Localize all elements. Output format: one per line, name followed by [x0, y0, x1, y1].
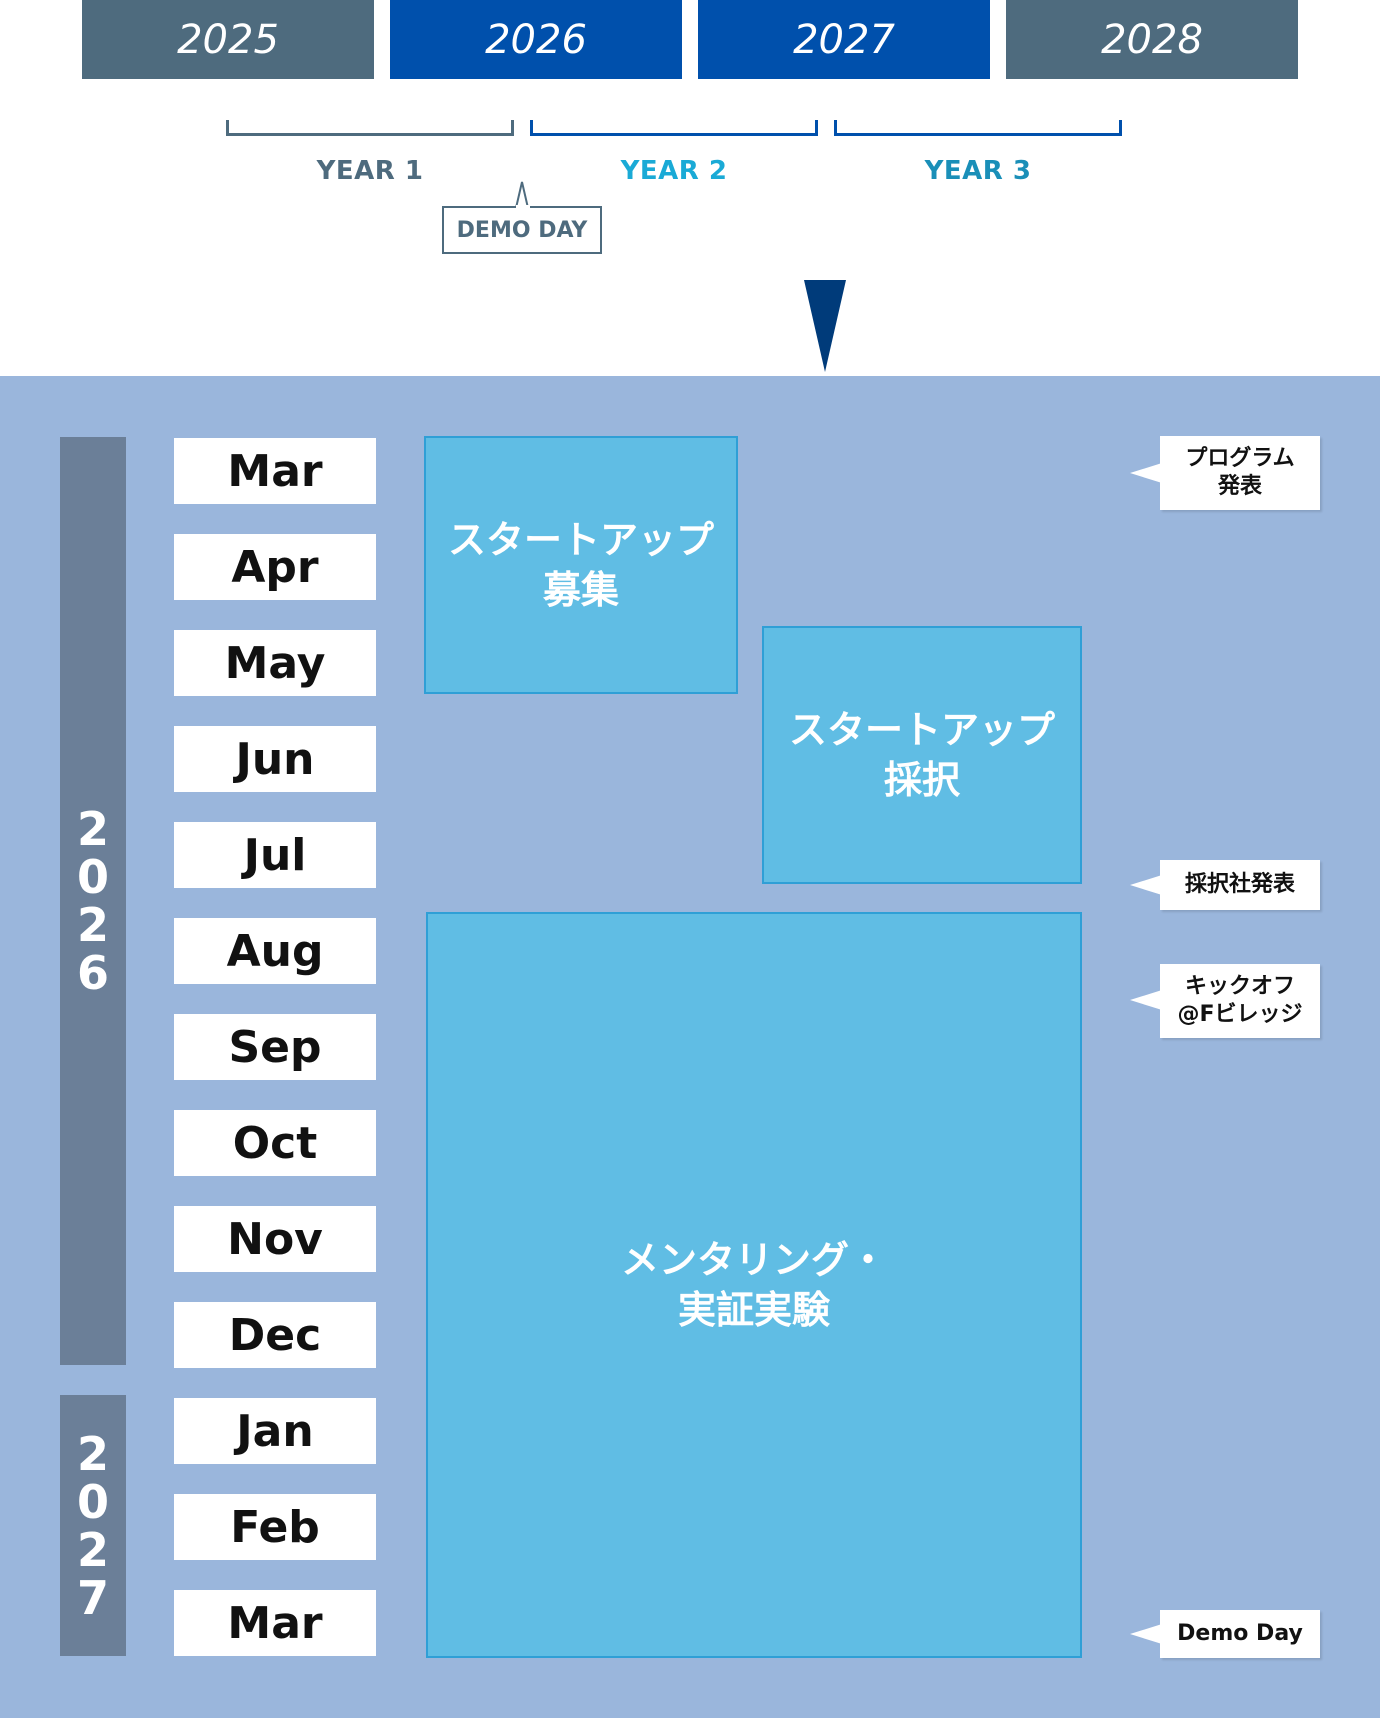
month-feb: Feb — [174, 1494, 376, 1560]
month-nov: Nov — [174, 1206, 376, 1272]
year-tab-2027: 2027 — [698, 0, 990, 79]
year2-label: YEAR 2 — [620, 156, 728, 186]
month-apr: Apr — [174, 534, 376, 600]
month-mar-2026: Mar — [174, 438, 376, 504]
callout-tail — [1130, 463, 1162, 483]
callout-line: @Fビレッジ — [1177, 1002, 1303, 1027]
callout-tail — [1130, 875, 1162, 895]
year-tab-2028: 2028 — [1006, 0, 1298, 79]
callout-line: 発表 — [1217, 474, 1262, 499]
year1-bracket — [226, 120, 514, 136]
month-jul: Jul — [174, 822, 376, 888]
year-tab-2025: 2025 — [82, 0, 374, 79]
demo-day-pointer-cover — [516, 205, 530, 209]
callout-line: Demo Day — [1177, 1621, 1303, 1646]
month-jun: Jun — [174, 726, 376, 792]
phase-mentoring-line2: 実証実験 — [677, 1288, 830, 1332]
year-digit: 2 — [76, 898, 109, 952]
phase-mentoring-line1: メンタリング・ — [620, 1238, 887, 1282]
callout-tail — [1130, 990, 1162, 1010]
year-digit: 2 — [76, 802, 109, 856]
year3-label: YEAR 3 — [924, 156, 1032, 186]
month-sep: Sep — [174, 1014, 376, 1080]
year-digit: 6 — [76, 946, 109, 1000]
phase-selection-line1: スタートアップ — [788, 708, 1055, 752]
year-digit: 7 — [76, 1570, 109, 1625]
year3-bracket — [834, 120, 1122, 136]
callout-tail — [1130, 1624, 1162, 1644]
phase-selection-line2: 採択 — [883, 758, 960, 802]
month-mar-2027: Mar — [174, 1590, 376, 1656]
callout-line: 採択社発表 — [1184, 872, 1295, 897]
phase-mentoring: メンタリング・ 実証実験 — [426, 912, 1082, 1658]
year-digit: 2 — [76, 1426, 109, 1481]
phase-selection: スタートアップ 採択 — [762, 626, 1082, 884]
phase-recruitment-line1: スタートアップ — [447, 518, 714, 562]
year1-label: YEAR 1 — [316, 156, 424, 186]
month-dec: Dec — [174, 1302, 376, 1368]
year-digit: 0 — [76, 850, 109, 904]
callout-kickoff: キックオフ @Fビレッジ — [1160, 964, 1320, 1038]
month-oct: Oct — [174, 1110, 376, 1176]
year-tab-2026: 2026 — [390, 0, 682, 79]
month-jan: Jan — [174, 1398, 376, 1464]
callout-program-announcement: プログラム 発表 — [1160, 436, 1320, 510]
demo-day-pointer — [514, 181, 530, 208]
year-bar-2027: 2 0 2 7 — [60, 1395, 126, 1656]
year-bar-2026: 2 0 2 6 — [60, 437, 126, 1365]
down-arrow-icon — [804, 280, 846, 372]
callout-demo-day: Demo Day — [1160, 1610, 1320, 1658]
callout-line: キックオフ — [1184, 974, 1295, 999]
callout-line: プログラム — [1185, 446, 1295, 471]
demo-day-badge: DEMO DAY — [442, 206, 602, 254]
phase-recruitment-line2: 募集 — [542, 568, 619, 612]
month-aug: Aug — [174, 918, 376, 984]
callout-selected-announcement: 採択社発表 — [1160, 860, 1320, 910]
year-digit: 0 — [76, 1474, 109, 1529]
month-may: May — [174, 630, 376, 696]
year2-bracket — [530, 120, 818, 136]
phase-recruitment: スタートアップ 募集 — [424, 436, 738, 694]
year-digit: 2 — [76, 1522, 109, 1577]
